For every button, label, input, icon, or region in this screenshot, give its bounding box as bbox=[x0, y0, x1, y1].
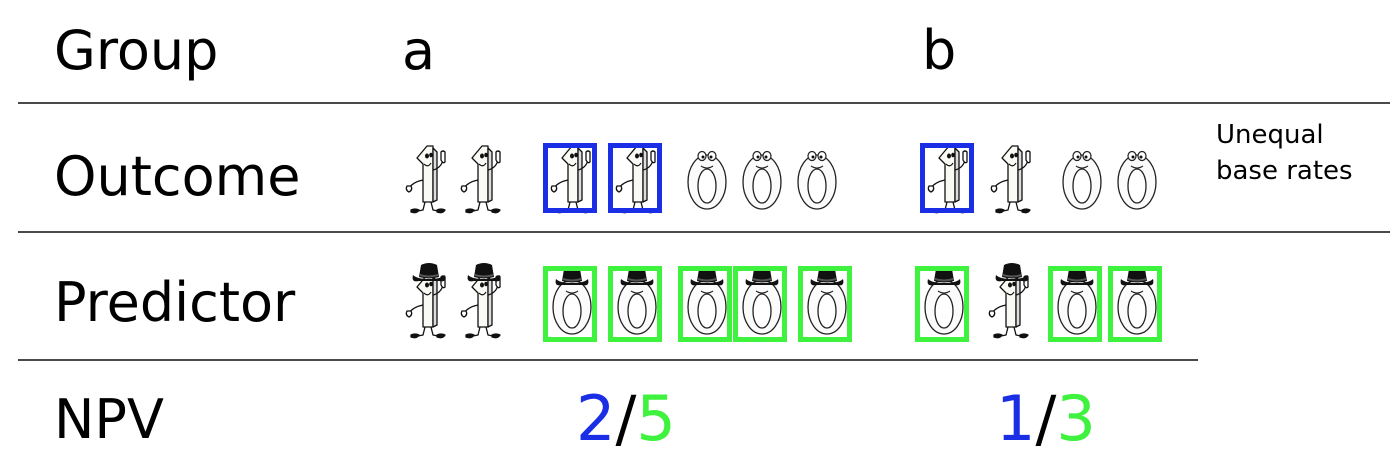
divider-line-3 bbox=[18, 359, 1198, 361]
npv-b-numerator: 1 bbox=[996, 382, 1036, 455]
one-figure-hat-predictor-a-2 bbox=[458, 263, 506, 339]
blue-highlight-box-outcome-b-1 bbox=[920, 143, 974, 213]
one-figure-outcome-a-2 bbox=[458, 140, 506, 214]
base-rate-note: Unequal base rates bbox=[1216, 118, 1353, 190]
npv-b-slash: / bbox=[1035, 382, 1057, 455]
green-highlight-box-predictor-b-4 bbox=[1108, 266, 1162, 342]
green-highlight-box-predictor-a-3 bbox=[543, 266, 597, 342]
npv-b-denominator: 3 bbox=[1056, 382, 1096, 455]
divider-line-1 bbox=[18, 102, 1390, 104]
zero-figure-hat-predictor-b-4 bbox=[1113, 265, 1161, 339]
row-label-npv: NPV bbox=[54, 388, 164, 451]
note-line-1: Unequal bbox=[1216, 120, 1324, 150]
npv-a-slash: / bbox=[615, 382, 637, 455]
row-label-outcome: Outcome bbox=[54, 145, 301, 208]
zero-figure-outcome-a-6 bbox=[738, 140, 786, 214]
blue-highlight-box-outcome-a-4 bbox=[608, 143, 662, 213]
zero-figure-hat-predictor-a-6 bbox=[738, 265, 786, 339]
zero-figure-hat-predictor-a-4 bbox=[613, 265, 661, 339]
green-highlight-box-predictor-a-5 bbox=[678, 266, 732, 342]
row-label-group: Group bbox=[54, 19, 219, 82]
green-highlight-box-predictor-a-4 bbox=[608, 266, 662, 342]
npv-a: 2/5 bbox=[576, 388, 676, 450]
group-a-header: a bbox=[402, 19, 436, 82]
group-b-header: b bbox=[922, 19, 957, 82]
zero-figure-outcome-b-3 bbox=[1058, 140, 1106, 214]
one-figure-outcome-b-2 bbox=[988, 140, 1036, 214]
green-highlight-box-predictor-b-3 bbox=[1048, 266, 1102, 342]
note-line-2: base rates bbox=[1216, 155, 1353, 186]
one-figure-outcome-a-1 bbox=[403, 140, 451, 214]
zero-figure-hat-predictor-a-7 bbox=[803, 265, 851, 339]
blue-highlight-box-outcome-a-3 bbox=[543, 143, 597, 213]
zero-figure-outcome-a-7 bbox=[793, 140, 841, 214]
row-label-predictor: Predictor bbox=[54, 271, 296, 334]
one-figure-hat-predictor-a-1 bbox=[403, 263, 451, 339]
zero-figure-outcome-a-5 bbox=[683, 140, 731, 214]
zero-figure-outcome-b-4 bbox=[1113, 140, 1161, 214]
zero-figure-hat-predictor-a-5 bbox=[683, 265, 731, 339]
one-figure-hat-predictor-b-2 bbox=[986, 263, 1034, 339]
green-highlight-box-predictor-b-1 bbox=[915, 266, 969, 342]
green-highlight-box-predictor-a-6 bbox=[733, 266, 787, 342]
npv-b: 1/3 bbox=[996, 388, 1096, 450]
green-highlight-box-predictor-a-7 bbox=[798, 266, 852, 342]
divider-line-2 bbox=[18, 231, 1390, 233]
zero-figure-hat-predictor-a-3 bbox=[548, 265, 596, 339]
npv-a-numerator: 2 bbox=[576, 382, 616, 455]
npv-a-denominator: 5 bbox=[636, 382, 676, 455]
